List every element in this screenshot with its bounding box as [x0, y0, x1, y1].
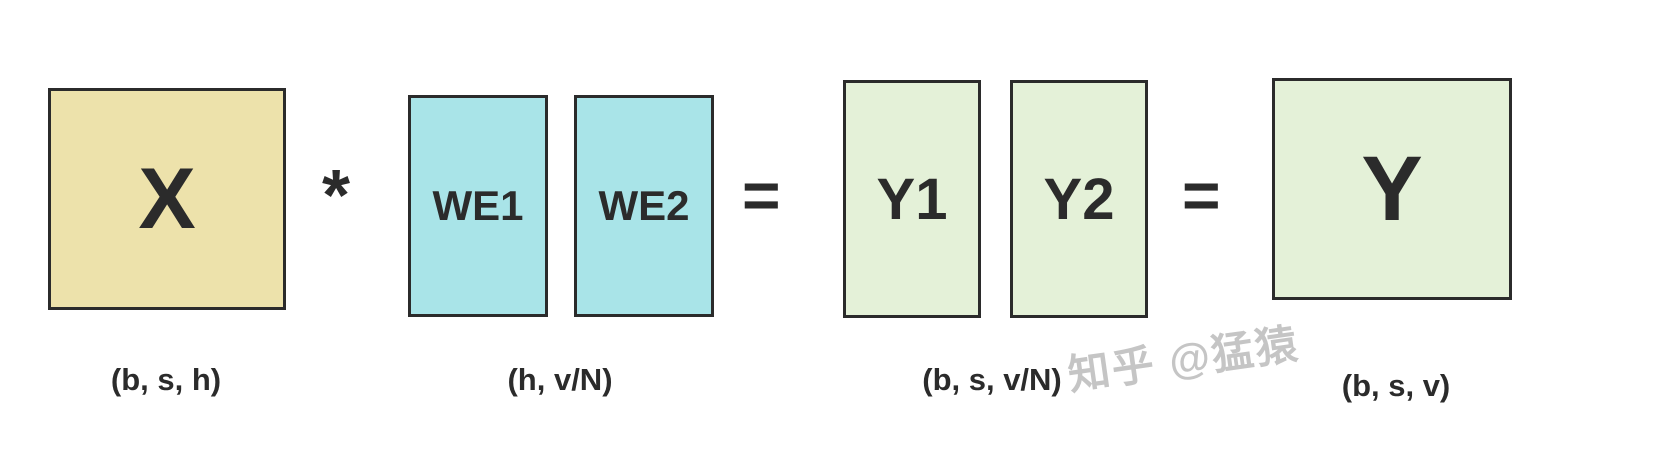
matrix-we2-box: WE2 [574, 95, 714, 317]
matrix-x-label: X [138, 150, 196, 247]
equals-operator-first: = [742, 158, 781, 232]
dimension-label-x: (b, s, h) [110, 362, 222, 397]
matrix-x-box: X [48, 88, 286, 310]
matrix-y2-box: Y2 [1010, 80, 1148, 318]
dimension-label-y-split: (b, s, v/N) [922, 362, 1062, 397]
matrix-we1-label: WE1 [432, 182, 524, 229]
matrix-we2-label: WE2 [598, 182, 690, 229]
dimension-label-y: (b, s, v) [1341, 368, 1451, 403]
dimension-label-we: (h, v/N) [507, 362, 613, 397]
equals-operator-second: = [1182, 158, 1221, 232]
multiply-operator: * [322, 156, 351, 236]
matrix-y1-box: Y1 [843, 80, 981, 318]
matrix-y1-label: Y1 [876, 166, 948, 232]
zhihu-watermark: 知乎 @猛猿 [1065, 319, 1303, 399]
matrix-y2-label: Y2 [1043, 166, 1115, 232]
matrix-y-box: Y [1272, 78, 1512, 300]
matrix-we1-box: WE1 [408, 95, 548, 317]
matrix-y-label: Y [1361, 137, 1423, 240]
